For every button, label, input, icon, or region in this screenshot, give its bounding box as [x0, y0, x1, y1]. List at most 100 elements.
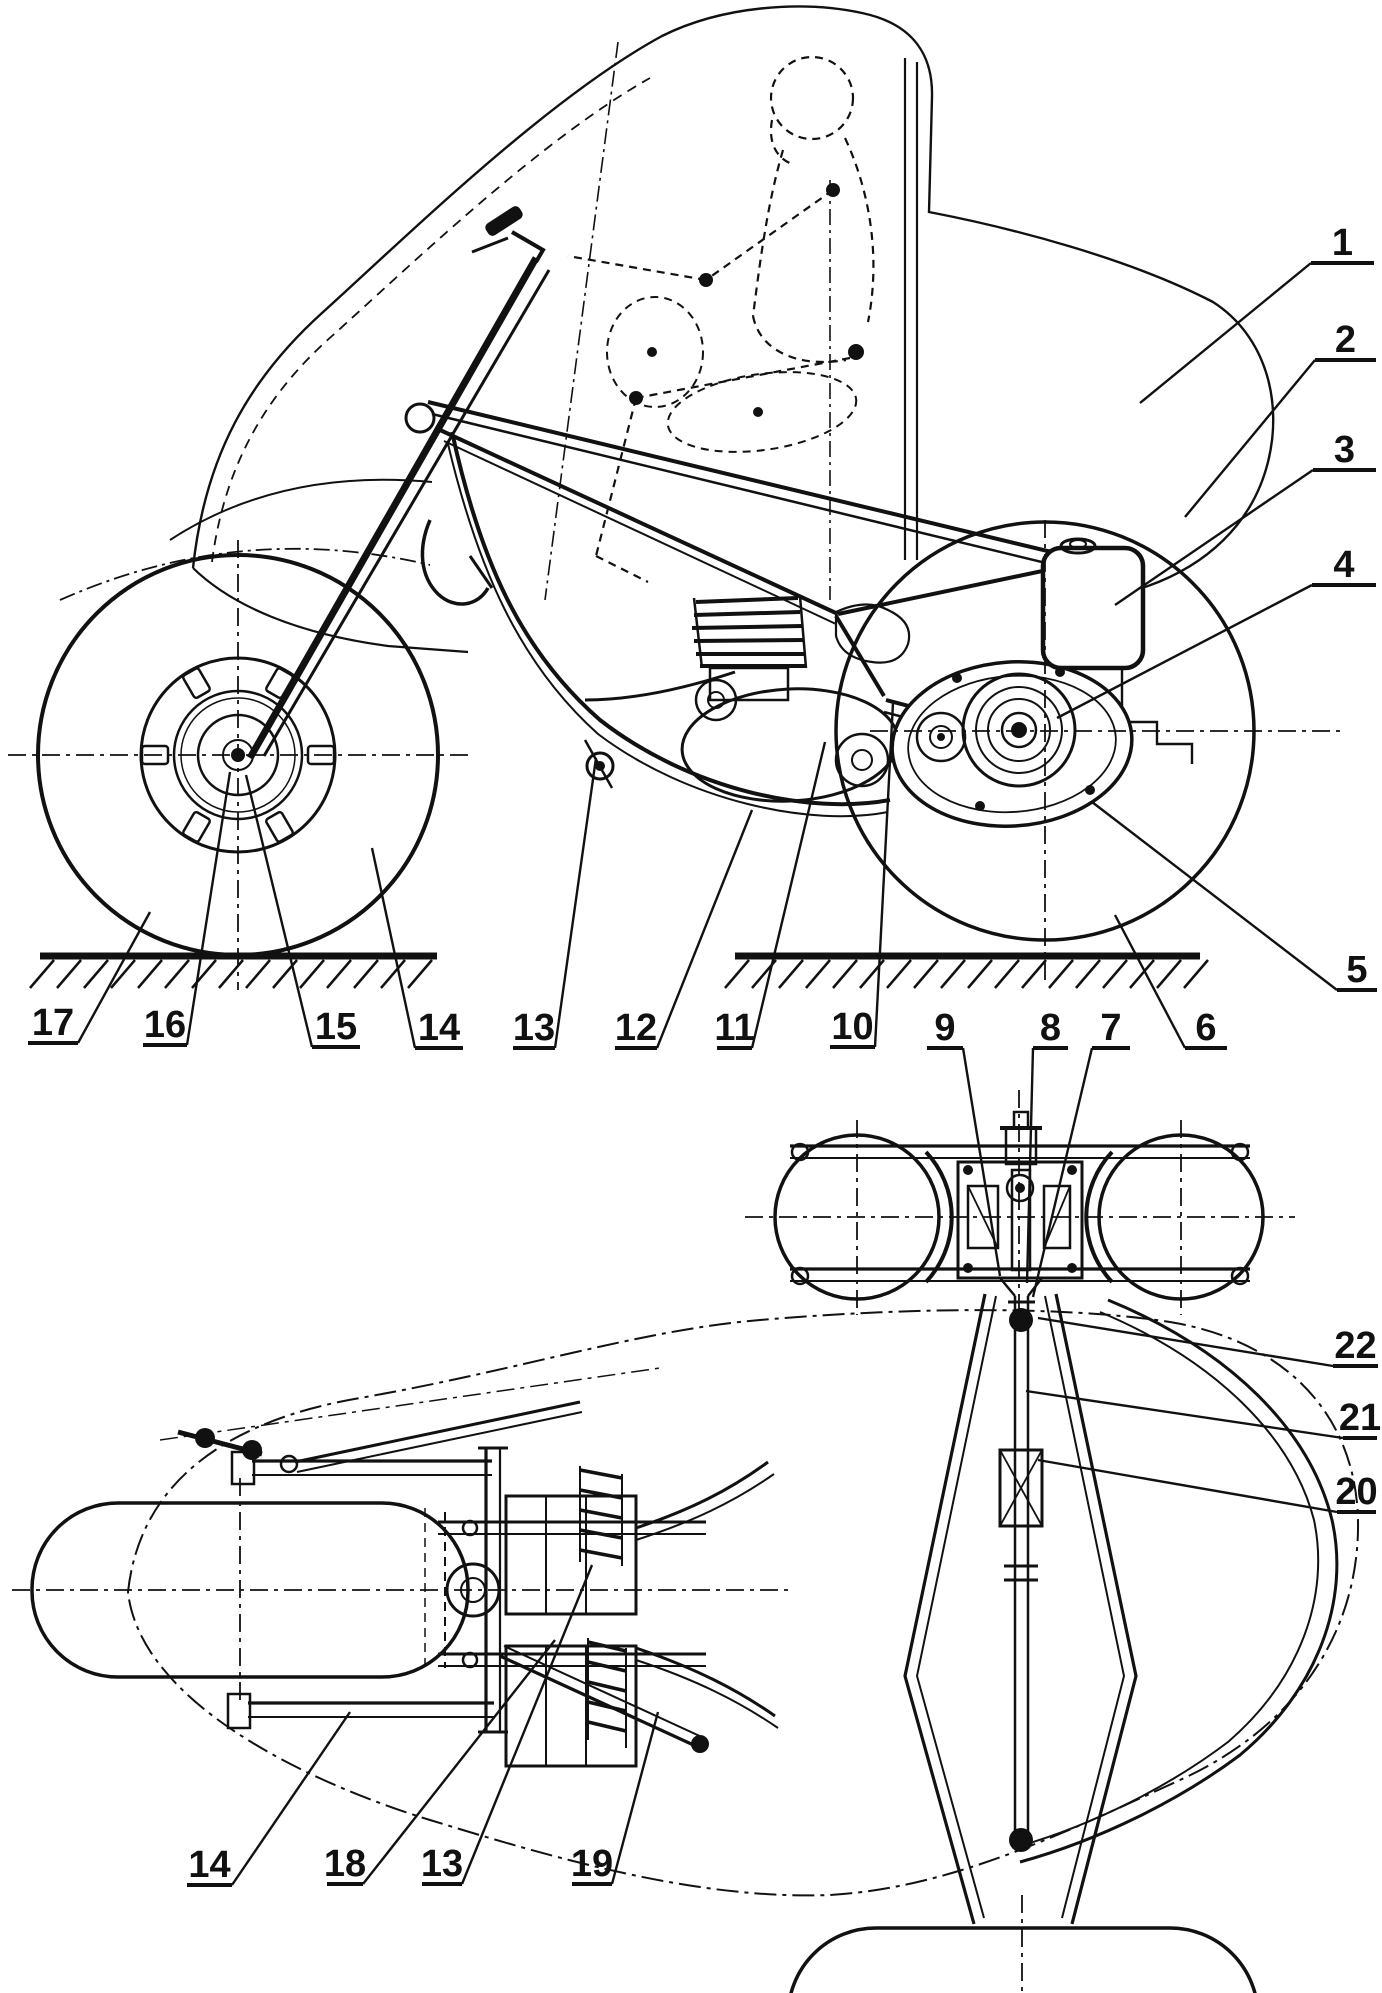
driver-head: [769, 55, 855, 141]
footpeg: [585, 751, 615, 781]
body-outline-plan: [126, 1309, 1360, 1897]
ground-hatch: [724, 959, 750, 989]
leader-line-side-6: [1113, 914, 1187, 1049]
seat-cushion: [666, 371, 858, 453]
callout-number-side-2: 2: [1335, 319, 1356, 361]
crankcase: [680, 687, 900, 803]
transmission: [890, 660, 1134, 828]
leader-line-side-9: [961, 1047, 1002, 1277]
carburetor: [834, 603, 911, 664]
ground-hatch: [805, 959, 831, 989]
driver-joints: [629, 183, 864, 417]
ground-hatch: [164, 959, 190, 989]
rear-wheel-plan: [789, 1926, 1257, 1993]
callout-number-side-16: 16: [144, 1004, 186, 1046]
leader-line-side-10: [873, 702, 895, 1048]
handlebar-grip: [485, 206, 523, 236]
ground-hatch: [1021, 959, 1047, 989]
callout-number-plan-22: 22: [1334, 1325, 1376, 1367]
ground-hatch: [110, 959, 136, 989]
ground-hatch: [1129, 959, 1155, 989]
ground-hatch: [137, 959, 163, 989]
leader-line-side-5: [1091, 801, 1338, 991]
leader-line-side-17: [76, 911, 152, 1044]
ground-hatch: [29, 959, 55, 989]
callout-number-side-13: 13: [513, 1007, 555, 1049]
leader-line-side-4: [1056, 583, 1313, 720]
body-shell: [59, 5, 1275, 764]
leader-line-side-1: [1139, 262, 1312, 404]
steering-head: [404, 402, 436, 434]
ground-hatch: [1102, 959, 1128, 989]
ground-hatch: [1156, 959, 1182, 989]
steering-knuckle: [956, 1160, 1084, 1280]
ground-hatch: [218, 959, 244, 989]
callout-number-side-5: 5: [1346, 949, 1367, 991]
side-view: [8, 5, 1345, 990]
callout-number-side-10: 10: [831, 1006, 873, 1048]
leader-line-side-3: [1114, 469, 1314, 606]
engine: [584, 595, 911, 803]
ground-hatch: [1075, 959, 1101, 989]
callout-number-side-8: 8: [1040, 1007, 1061, 1049]
leader-line-plan-21: [1025, 1389, 1344, 1440]
leader-line-side-14: [370, 847, 417, 1049]
callout-number-plan-19: 19: [571, 1843, 613, 1885]
ground-hatch: [832, 959, 858, 989]
callout-number-side-4: 4: [1333, 544, 1354, 586]
leader-line-side-15: [244, 774, 314, 1048]
callout-number-side-9: 9: [934, 1007, 955, 1049]
callout-number-plan-20: 20: [1335, 1471, 1377, 1513]
leader-line-side-2: [1184, 359, 1316, 518]
driver-figure: [567, 55, 875, 583]
frame-hoop-right: [1019, 1298, 1339, 1864]
tie-rods: [177, 1400, 709, 1753]
ground-hatch: [1183, 959, 1209, 989]
fuel-tank: [1040, 537, 1146, 671]
callout-number-plan-21: 21: [1339, 1397, 1381, 1439]
callout-number-side-6: 6: [1195, 1007, 1216, 1049]
ground-hatch: [778, 959, 804, 989]
callout-number-side-1: 1: [1332, 222, 1353, 264]
ball-joint-upper: [1009, 1308, 1033, 1332]
ground-hatch: [353, 959, 379, 989]
ground-hatch: [886, 959, 912, 989]
ground-hatch: [299, 959, 325, 989]
leader-line-plan-18: [362, 1639, 556, 1885]
leader-line-plan-22: [1037, 1316, 1334, 1368]
callout-number-side-3: 3: [1334, 429, 1355, 471]
ground-hatch: [994, 959, 1020, 989]
steering-column: [998, 1296, 1044, 1852]
callout-number-side-14: 14: [418, 1007, 460, 1049]
leader-line-side-8: [1025, 1047, 1035, 1284]
ground-hatch: [1048, 959, 1074, 989]
callout-number-plan-13: 13: [421, 1843, 463, 1885]
leader-line-side-13: [553, 757, 598, 1049]
ground: [29, 952, 1209, 989]
callout-number-side-11: 11: [714, 1007, 754, 1049]
leader-line-plan-13: [460, 1564, 594, 1885]
ground-hatch: [940, 959, 966, 989]
ground-hatch: [56, 959, 82, 989]
ball-joint-lower: [1009, 1828, 1033, 1852]
leader-line-plan-19: [610, 1711, 660, 1885]
leader-line-side-7: [1031, 1047, 1094, 1298]
ground-hatch: [245, 959, 271, 989]
ground-hatch: [407, 959, 433, 989]
ground-hatch: [913, 959, 939, 989]
callout-number-side-7: 7: [1100, 1007, 1121, 1049]
center-lines-plan: [12, 1090, 1295, 1993]
callout-number-side-17: 17: [32, 1002, 74, 1044]
frame-tubes-plan: [903, 1293, 1138, 1925]
center-lines-side: [8, 520, 1345, 990]
callout-number-side-12: 12: [615, 1007, 657, 1049]
seat-back: [606, 296, 704, 408]
ground-hatch: [326, 959, 352, 989]
callout-number-plan-14: 14: [188, 1844, 230, 1886]
leader-line-side-12: [655, 809, 754, 1049]
callout-number-side-15: 15: [315, 1006, 357, 1048]
ground-hatch: [83, 959, 109, 989]
